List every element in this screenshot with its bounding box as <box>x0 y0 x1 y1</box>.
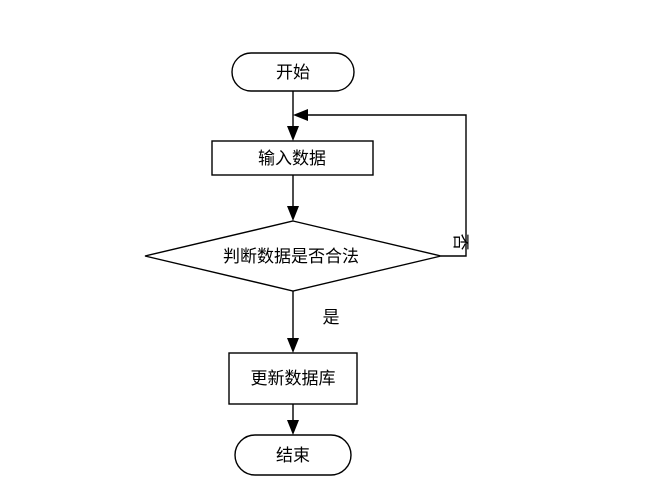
edge-start-to-input <box>287 91 299 141</box>
edge-input-decision-arrowhead <box>287 206 299 221</box>
end-shape <box>234 434 352 476</box>
end-label: 结束 <box>276 446 310 466</box>
decision-node: 判断数据是否合法 <box>144 220 442 292</box>
start-node: 开始 <box>231 52 355 92</box>
edge-no-label: 否 <box>450 234 470 251</box>
update-label: 更新数据库 <box>251 369 336 389</box>
input-node: 输入数据 <box>211 140 374 176</box>
edge-decision-to-update-yes: 是 <box>287 291 340 353</box>
edge-no-loop-arrowhead <box>293 109 308 121</box>
input-shape <box>211 140 374 176</box>
edge-yes-arrowhead <box>287 338 299 353</box>
edge-update-to-end <box>287 404 299 435</box>
edge-decision-to-input-no: 否 <box>293 109 470 257</box>
end-node: 结束 <box>234 434 352 476</box>
start-label: 开始 <box>276 63 310 83</box>
edge-input-to-decision <box>287 175 299 221</box>
decision-label: 判断数据是否合法 <box>223 247 359 267</box>
edge-no-loop-line <box>306 114 467 257</box>
edge-yes-label: 是 <box>323 308 340 328</box>
update-node: 更新数据库 <box>228 352 358 405</box>
edge-update-end-arrowhead <box>287 420 299 435</box>
edge-start-input-arrowhead <box>287 126 299 141</box>
input-label: 输入数据 <box>258 149 326 169</box>
